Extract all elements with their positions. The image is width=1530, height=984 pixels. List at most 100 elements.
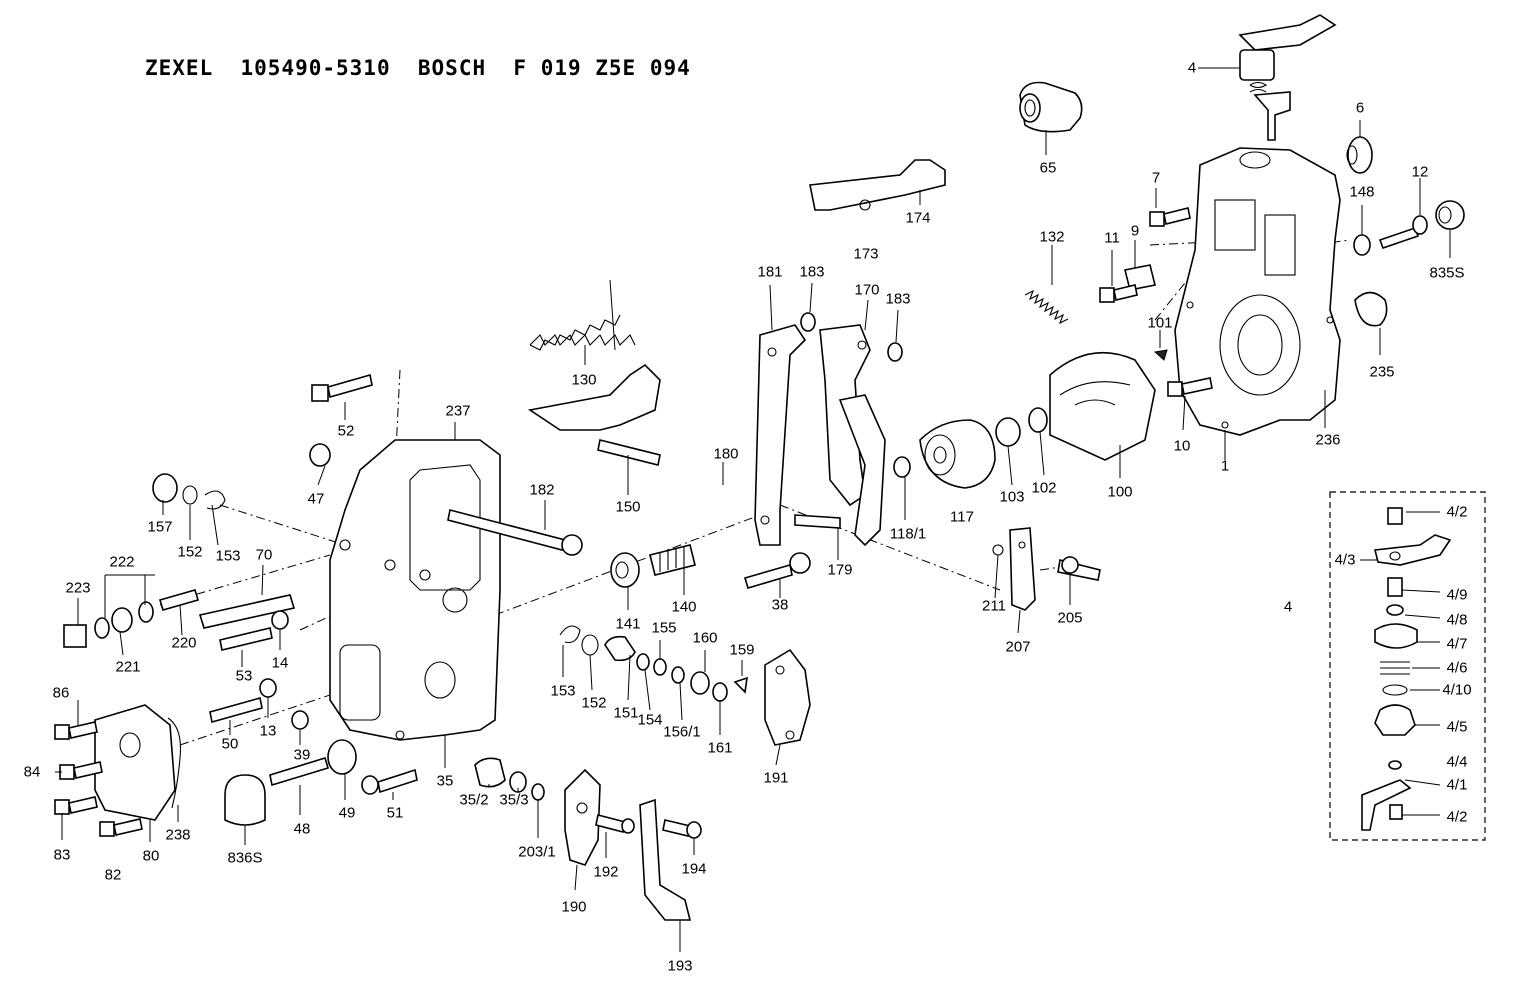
pump-housing-237 <box>329 439 501 741</box>
label-10: 10 <box>1173 437 1191 455</box>
label-160: 160 <box>692 629 718 647</box>
label-183b: 183 <box>885 290 911 308</box>
lever-190 <box>564 768 601 866</box>
label-86: 86 <box>52 684 70 702</box>
bracket-9 <box>1124 264 1156 291</box>
label-11: 11 <box>1104 229 1120 247</box>
ring-156-1 <box>671 666 685 684</box>
washer-222b <box>138 601 154 623</box>
shim-118-1 <box>893 456 911 478</box>
label-70: 70 <box>255 546 273 564</box>
fitting-35-2 <box>474 757 506 788</box>
nut-141 <box>610 552 640 588</box>
bolt-11 <box>1099 284 1138 303</box>
governor-adjuster-4 <box>1238 14 1337 141</box>
label-173: 173 <box>853 245 879 263</box>
label-35: 35 <box>436 772 454 790</box>
label-4: 4 <box>1187 59 1197 77</box>
label-65: 65 <box>1039 159 1057 177</box>
label-48: 48 <box>293 820 311 838</box>
label-155: 155 <box>651 619 677 637</box>
cover-80 <box>94 704 182 821</box>
spring-132 <box>1024 289 1069 325</box>
bolt-7 <box>1149 207 1191 227</box>
bolt-192 <box>595 814 635 834</box>
leader-lines <box>55 67 1451 952</box>
bolt-53 <box>219 627 273 651</box>
label-50: 50 <box>221 735 239 753</box>
label-194: 194 <box>681 860 707 878</box>
bracket-207 <box>1009 527 1036 611</box>
flyweight-assembly-100 <box>1049 352 1156 461</box>
label-191: 191 <box>763 769 789 787</box>
label-83: 83 <box>53 846 71 864</box>
washer-203-1 <box>531 783 545 801</box>
label-207: 207 <box>1005 638 1031 656</box>
label-35-3: 35/3 <box>499 791 529 809</box>
label-153a: 153 <box>215 547 241 565</box>
label-12: 12 <box>1411 163 1429 181</box>
bolt-84 <box>59 761 103 780</box>
label-205: 205 <box>1057 609 1083 627</box>
label-35-2: 35/2 <box>459 791 489 809</box>
nut-13 <box>259 678 277 698</box>
bolt-194 <box>662 819 702 839</box>
plug-157 <box>152 473 178 503</box>
label-150: 150 <box>615 498 641 516</box>
detail-label-4-5: 4/5 <box>1446 718 1468 736</box>
spring-130 <box>529 314 636 351</box>
label-47: 47 <box>307 490 325 508</box>
zexel-brand: ZEXEL <box>145 56 214 80</box>
lever-shaft-150 <box>527 363 661 466</box>
screw-220 <box>159 589 199 611</box>
label-182: 182 <box>529 481 555 499</box>
label-6: 6 <box>1355 99 1365 117</box>
label-235: 235 <box>1369 363 1395 381</box>
label-151: 151 <box>613 704 639 722</box>
label-101: 101 <box>1147 314 1173 332</box>
bosch-part-number: F 019 Z5E 094 <box>513 56 691 80</box>
sleeve-151 <box>604 635 636 662</box>
label-53: 53 <box>235 667 253 685</box>
bolt-48 <box>269 756 329 787</box>
label-154: 154 <box>637 711 663 729</box>
bracket-193 <box>639 798 692 921</box>
pin-179 <box>794 514 841 529</box>
label-100: 100 <box>1107 483 1133 501</box>
label-193: 193 <box>667 957 693 975</box>
label-153b: 153 <box>550 682 576 700</box>
label-183a: 183 <box>799 263 825 281</box>
key-101 <box>1153 349 1168 361</box>
bolt-86 <box>54 721 98 740</box>
lever-191 <box>764 648 811 746</box>
label-49: 49 <box>338 804 356 822</box>
sleeve-103 <box>995 417 1021 447</box>
bolt-50 <box>209 696 263 724</box>
key-159 <box>733 676 748 694</box>
label-238: 238 <box>165 826 191 844</box>
clip-153a <box>204 490 226 510</box>
bosch-brand: BOSCH <box>417 56 487 80</box>
clip-153b <box>559 625 581 644</box>
nut-65 <box>1019 81 1083 133</box>
nut-14 <box>271 610 289 630</box>
washer-148 <box>1353 234 1371 256</box>
label-39: 39 <box>293 746 311 764</box>
label-190: 190 <box>561 898 587 916</box>
label-156-1: 156/1 <box>663 723 701 741</box>
governor-housing-1 <box>1174 147 1341 436</box>
detail-label-4-10: 4/10 <box>1442 681 1472 699</box>
label-13: 13 <box>259 722 277 740</box>
label-221: 221 <box>115 658 141 676</box>
ring-235 <box>1354 291 1388 327</box>
detail-box-4 <box>1329 491 1486 841</box>
label-237: 237 <box>445 402 471 420</box>
nut-183a <box>800 312 816 332</box>
label-222: 222 <box>109 553 135 571</box>
label-161: 161 <box>707 739 733 757</box>
plug-6 <box>1346 136 1373 174</box>
bolt-38 <box>744 552 811 589</box>
label-181: 181 <box>757 263 783 281</box>
bolt-10 <box>1167 377 1213 397</box>
